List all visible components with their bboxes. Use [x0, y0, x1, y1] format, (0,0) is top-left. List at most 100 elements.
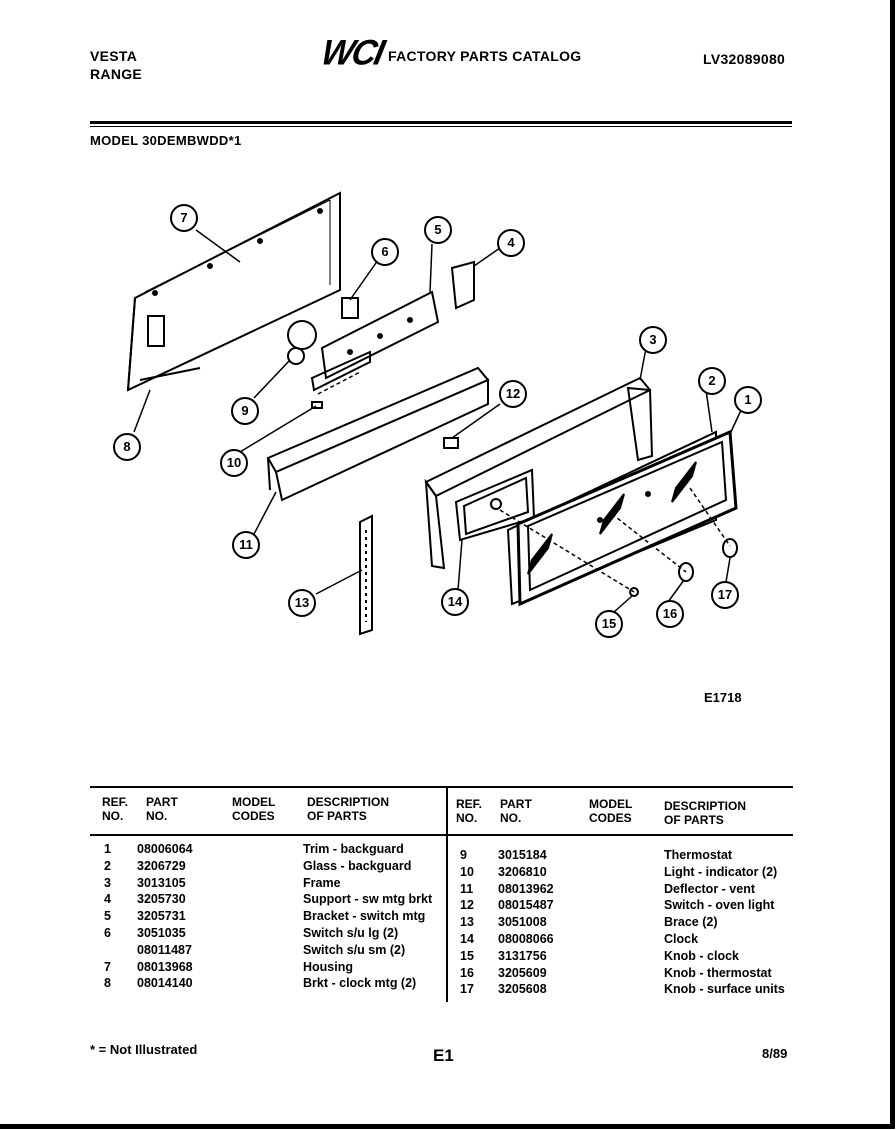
part-no: 08014140: [137, 976, 193, 991]
part-no: 3206810: [498, 864, 547, 879]
description: Frame: [303, 875, 341, 890]
thermostat-knob: [678, 562, 694, 582]
header-ref-no-left: REF.NO.: [102, 795, 129, 823]
backguard-trim: [516, 429, 738, 607]
part-no: 3205731: [137, 909, 186, 924]
catalog-number: LV32089080: [703, 51, 786, 67]
table-rule-top: [90, 786, 793, 788]
ref-no: 3: [104, 875, 111, 890]
ref-no: 12: [460, 898, 474, 913]
support-bracket: [450, 260, 475, 310]
parts-table-left: 1 08006064 Trim - backguard 2 3206729 Glass -…: [100, 841, 440, 992]
table-divider: [446, 786, 448, 1002]
callout-9: 9: [231, 397, 259, 425]
description: Glass - backguard: [303, 858, 412, 873]
description: Switch - oven light: [664, 898, 775, 913]
table-row: 7 08013968 Housing: [100, 959, 440, 976]
ref-no: 10: [460, 864, 474, 879]
part-no: 08011487: [137, 942, 192, 957]
description: Brace (2): [664, 915, 718, 930]
figure-code: E1718: [704, 690, 742, 705]
vent-deflector: [266, 366, 490, 502]
ref-no: 4: [104, 892, 111, 907]
catalog-title: FACTORY PARTS CATALOG: [388, 48, 582, 64]
callout-17: 17: [711, 581, 739, 609]
callout-5: 5: [424, 216, 452, 244]
callout-10: 10: [220, 449, 248, 477]
description: Clock: [664, 931, 699, 946]
part-no: 3013105: [137, 875, 186, 890]
ref-no: 2: [104, 858, 111, 873]
description: Knob - surface units: [664, 982, 785, 997]
page-code: E1: [433, 1046, 454, 1065]
callout-14: 14: [441, 588, 469, 616]
frame-part: [424, 376, 654, 570]
table-row: 10 3206810 Light - indicator (2): [456, 864, 796, 881]
callout-8: 8: [113, 433, 141, 461]
switch-bracket: [310, 290, 440, 392]
brace-part: [359, 514, 373, 636]
header-rule-bottom: [90, 126, 792, 127]
part-no: 08006064: [137, 842, 193, 856]
callout-2: 2: [698, 367, 726, 395]
part-no: 3205730: [137, 892, 186, 907]
table-row: 8 08014140 Brkt - clock mtg (2): [100, 975, 440, 992]
description: Thermostat: [664, 848, 733, 862]
indicator-light: [311, 401, 323, 409]
ref-no: 15: [460, 948, 474, 963]
footnote: * = Not Illustrated: [90, 1042, 198, 1057]
table-row: 08011487 Switch s/u sm (2): [100, 942, 440, 959]
ref-no: 6: [104, 925, 111, 940]
description: Deflector - vent: [664, 881, 755, 896]
backguard-glass: [506, 430, 717, 606]
ref-no: 1: [104, 842, 111, 856]
part-no: 08008066: [498, 931, 554, 946]
description: Knob - clock: [664, 948, 740, 963]
table-row: 3 3013105 Frame: [100, 875, 440, 892]
description: Housing: [303, 959, 353, 974]
ref-no: 14: [460, 931, 474, 946]
exploded-parts-diagram: [126, 191, 743, 636]
table-row: 2 3206729 Glass - backguard: [100, 858, 440, 875]
callout-16: 16: [656, 600, 684, 628]
ref-no: 7: [104, 959, 111, 974]
ref-no: 17: [460, 982, 474, 997]
clock-knob: [629, 587, 639, 597]
part-no: 3205608: [498, 982, 547, 997]
table-rule-header: [90, 834, 793, 836]
part-no: 3205609: [498, 965, 547, 980]
table-row: 16 3205609 Knob - thermostat: [456, 965, 796, 982]
callout-1: 1: [734, 386, 762, 414]
ref-no: 16: [460, 965, 474, 980]
part-no: 3206729: [137, 858, 186, 873]
brand-line-1: VESTA: [90, 48, 138, 64]
header-ref-no-right: REF.NO.: [456, 797, 483, 825]
callout-12: 12: [499, 380, 527, 408]
header-rule-top: [90, 121, 792, 124]
description: Brkt - clock mtg (2): [303, 976, 417, 991]
description: Light - indicator (2): [664, 864, 778, 879]
revision-date: 8/89: [762, 1046, 788, 1061]
description: Knob - thermostat: [664, 965, 772, 980]
part-no: 08015487: [498, 898, 554, 913]
callout-11: 11: [232, 531, 260, 559]
brand-line-2: RANGE: [90, 66, 143, 82]
ref-no: 8: [104, 976, 111, 991]
part-no: 08013968: [137, 959, 193, 974]
description: Switch s/u sm (2): [303, 942, 406, 957]
oven-light-switch: [443, 437, 459, 449]
part-no: 3015184: [498, 848, 547, 862]
table-row: 17 3205608 Knob - surface units: [456, 981, 796, 998]
description: Trim - backguard: [303, 842, 404, 856]
surface-unit-knob: [722, 538, 738, 558]
